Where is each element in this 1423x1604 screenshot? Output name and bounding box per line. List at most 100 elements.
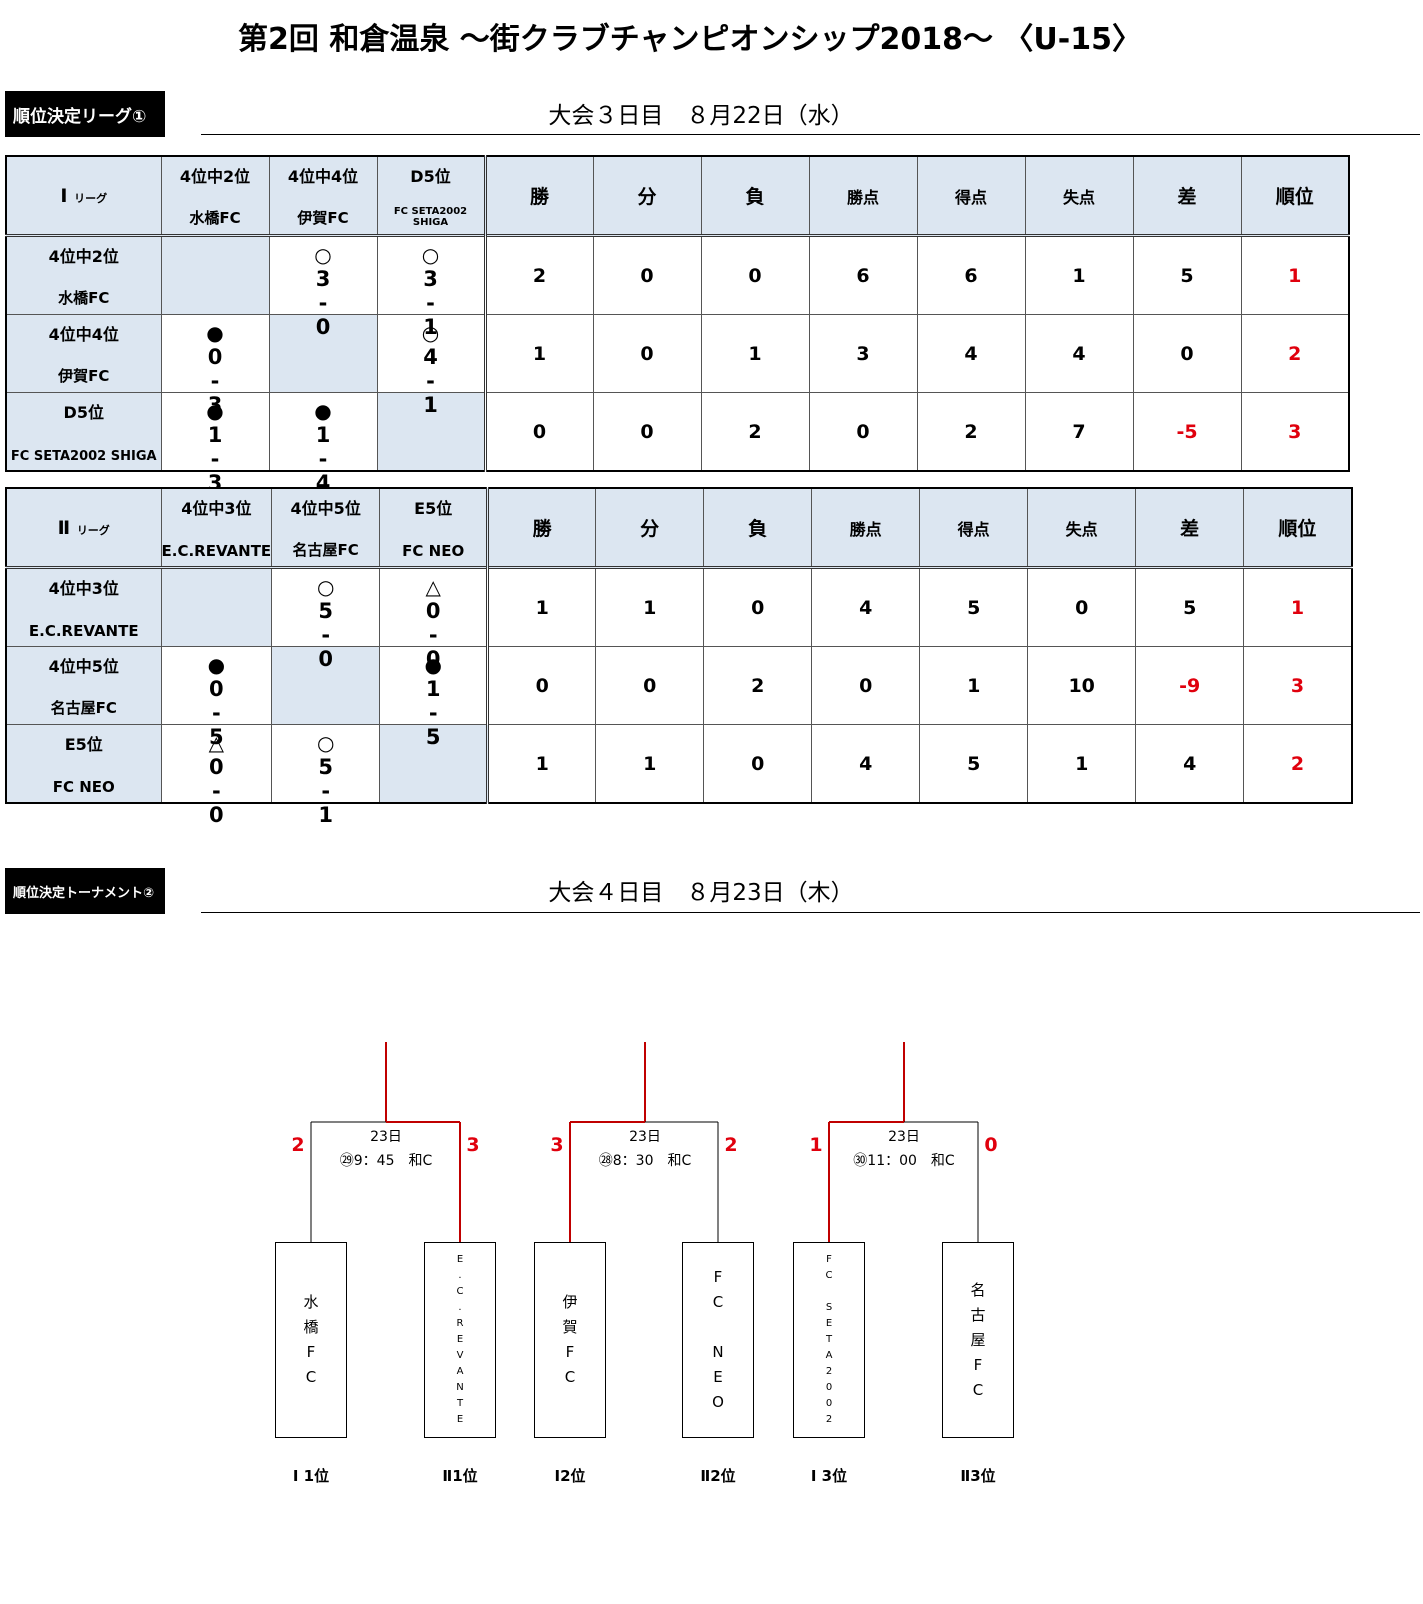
stat-header: 得点 (916, 155, 1026, 236)
column-team-header: 4位中4位伊賀FC (268, 155, 378, 236)
stat-value: 1 (1024, 235, 1134, 315)
stat-value: 4 (916, 314, 1026, 393)
stat-value: 0 (595, 646, 705, 725)
score-left: 3 (550, 1134, 564, 1156)
league-suffix-text: リーグ (76, 523, 110, 537)
team-name: E.C.REVANTE (161, 542, 272, 560)
stat-value: 0 (808, 392, 918, 472)
team-char: E (456, 1334, 464, 1345)
match-result: ○5-0 (271, 567, 381, 671)
seed-label: Ⅱ1位 (442, 1467, 478, 1485)
score: 5-0 (272, 599, 379, 671)
stat-value: 3 (808, 314, 918, 393)
league-name: Ⅱ リーグ (5, 487, 162, 568)
team-char: V (456, 1350, 464, 1361)
stat-value: 4 (1135, 724, 1245, 804)
team-char: S (825, 1302, 833, 1313)
team-char: 伊 (562, 1293, 578, 1311)
match-result: ○3-1 (376, 235, 487, 339)
team-char: F (565, 1343, 575, 1361)
stat-value: -5 (1132, 392, 1242, 472)
score-dash: - (211, 779, 221, 803)
diagonal-cell (160, 567, 273, 647)
team-char: C (305, 1368, 317, 1386)
seed-label: Ⅰ 1位 (292, 1467, 330, 1485)
score: 0-3 (162, 345, 269, 417)
team-char: 2 (825, 1366, 833, 1377)
score-dash: - (426, 369, 435, 393)
section-label-tournament: 順位決定トーナメント② (5, 868, 165, 914)
team-name: 水橋FC (58, 289, 110, 307)
stat-header: 順位 (1243, 487, 1353, 568)
team-char: E (456, 1414, 464, 1425)
stat-value: 1 (487, 567, 597, 647)
result-mark: △ (208, 731, 225, 755)
league-name-text: Ⅰ (60, 184, 68, 207)
team-char: 古 (970, 1305, 986, 1324)
stat-value: 0 (1132, 314, 1242, 393)
stat-value: 7 (1024, 392, 1134, 472)
score-left: 2 (291, 1134, 305, 1156)
team-char: E (713, 1368, 723, 1386)
score-for: 3 (423, 267, 438, 291)
score: 1-5 (380, 677, 486, 749)
score-against: 0 (425, 647, 441, 671)
stat-value: 1 (484, 314, 594, 393)
result-mark: ○ (316, 731, 335, 755)
team-position: E5位 (64, 735, 103, 754)
team-char: 0 (825, 1398, 833, 1409)
score-right: 0 (984, 1134, 998, 1156)
team-char: A (456, 1366, 464, 1377)
team-char: . (458, 1302, 462, 1313)
stat-header: 失点 (1024, 155, 1134, 236)
team-position: 4位中5位 (290, 499, 361, 518)
team-char (716, 1315, 721, 1340)
row-team-header: 4位中2位水橋FC (5, 235, 162, 315)
team-char: . (458, 1270, 462, 1281)
score-dash: - (428, 623, 438, 647)
stat-header: 勝点 (811, 487, 921, 568)
stat-value: 1 (595, 724, 705, 804)
score-against: 1 (423, 393, 438, 417)
score: 1-3 (162, 423, 269, 495)
score-for: 1 (315, 423, 331, 447)
team-name: FC NEO (402, 542, 465, 560)
seed-label: Ⅰ2位 (554, 1467, 586, 1485)
team-char: C (972, 1380, 984, 1399)
stat-header: 負 (700, 155, 810, 236)
team-char: C (825, 1270, 833, 1281)
stat-value: 0 (592, 314, 702, 393)
match-time: ㉙9：45 和C (339, 1153, 433, 1169)
score-for: 0 (425, 599, 441, 623)
score-for: 0 (209, 677, 224, 701)
team-char: O (712, 1393, 724, 1411)
league-name: Ⅰ リーグ (5, 155, 162, 236)
stat-value: 2 (1240, 314, 1350, 393)
team-char: 2 (825, 1414, 833, 1425)
stat-value: 3 (1240, 392, 1350, 472)
stat-value: 6 (916, 235, 1026, 315)
stat-value: 0 (487, 646, 597, 725)
match-date: 23日 (629, 1129, 661, 1145)
section-label-league: 順位決定リーグ① (5, 91, 165, 137)
team-char: F (306, 1343, 316, 1361)
stat-value: 2 (1243, 724, 1353, 804)
team-char: C (712, 1293, 724, 1311)
row-team-header: 4位中4位伊賀FC (5, 314, 162, 393)
team-position: 4位中4位 (48, 325, 119, 344)
score-left: 1 (809, 1134, 823, 1156)
result-mark: △ (425, 575, 441, 599)
result-mark: ○ (421, 321, 440, 345)
team-char: 水 (303, 1293, 319, 1311)
score: 5-1 (272, 755, 379, 827)
team-name: 伊賀FC (58, 367, 110, 385)
